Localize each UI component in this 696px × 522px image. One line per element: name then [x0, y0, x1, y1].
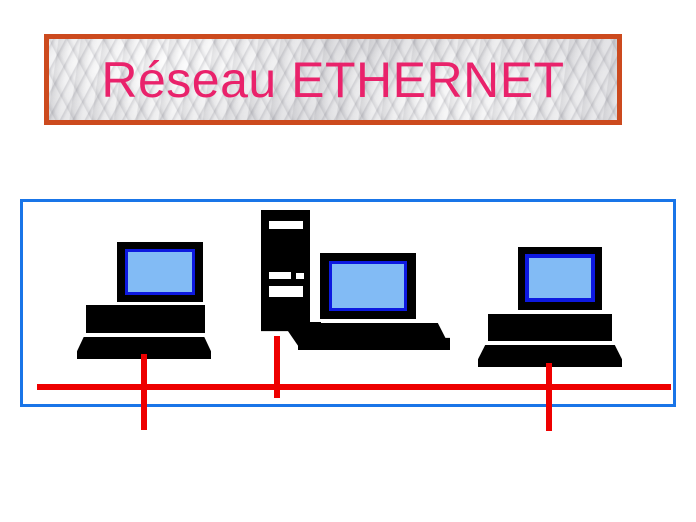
monitor-1-bezel — [125, 249, 195, 295]
ethernet-bus-line — [37, 384, 671, 390]
tower-drive-slot-bottom — [269, 286, 303, 297]
keyboard-1 — [77, 337, 211, 359]
network-diagram-canvas — [23, 202, 673, 431]
monitor-3-screen — [529, 258, 591, 298]
slide-title-banner: Réseau ETHERNET — [44, 34, 622, 125]
workstation-2 — [238, 210, 450, 398]
page-title: Réseau ETHERNET — [101, 51, 565, 108]
tower-drive-slot-mid — [269, 272, 291, 279]
tower-indicator-light — [296, 273, 304, 279]
monitor-3-bezel — [525, 254, 595, 302]
keyboard-3 — [478, 345, 622, 367]
monitor-2 — [320, 253, 416, 319]
desktop-chassis-3 — [488, 314, 612, 341]
desktop-chassis-1 — [86, 305, 205, 333]
monitor-2-screen — [332, 264, 404, 308]
monitor-1-screen — [128, 252, 192, 292]
tower-case-2 — [261, 210, 310, 330]
drop-line-1 — [141, 354, 147, 430]
monitor-1 — [117, 242, 203, 302]
network-diagram-frame — [20, 199, 676, 431]
workstation-3 — [478, 247, 624, 431]
monitor-2-bezel — [329, 261, 407, 311]
keyboard-2 — [298, 323, 450, 350]
drop-line-3 — [546, 363, 552, 431]
workstation-1 — [77, 242, 211, 430]
monitor-3 — [518, 247, 602, 310]
drop-line-2 — [274, 336, 280, 398]
tower-drive-slot-top — [269, 221, 303, 229]
